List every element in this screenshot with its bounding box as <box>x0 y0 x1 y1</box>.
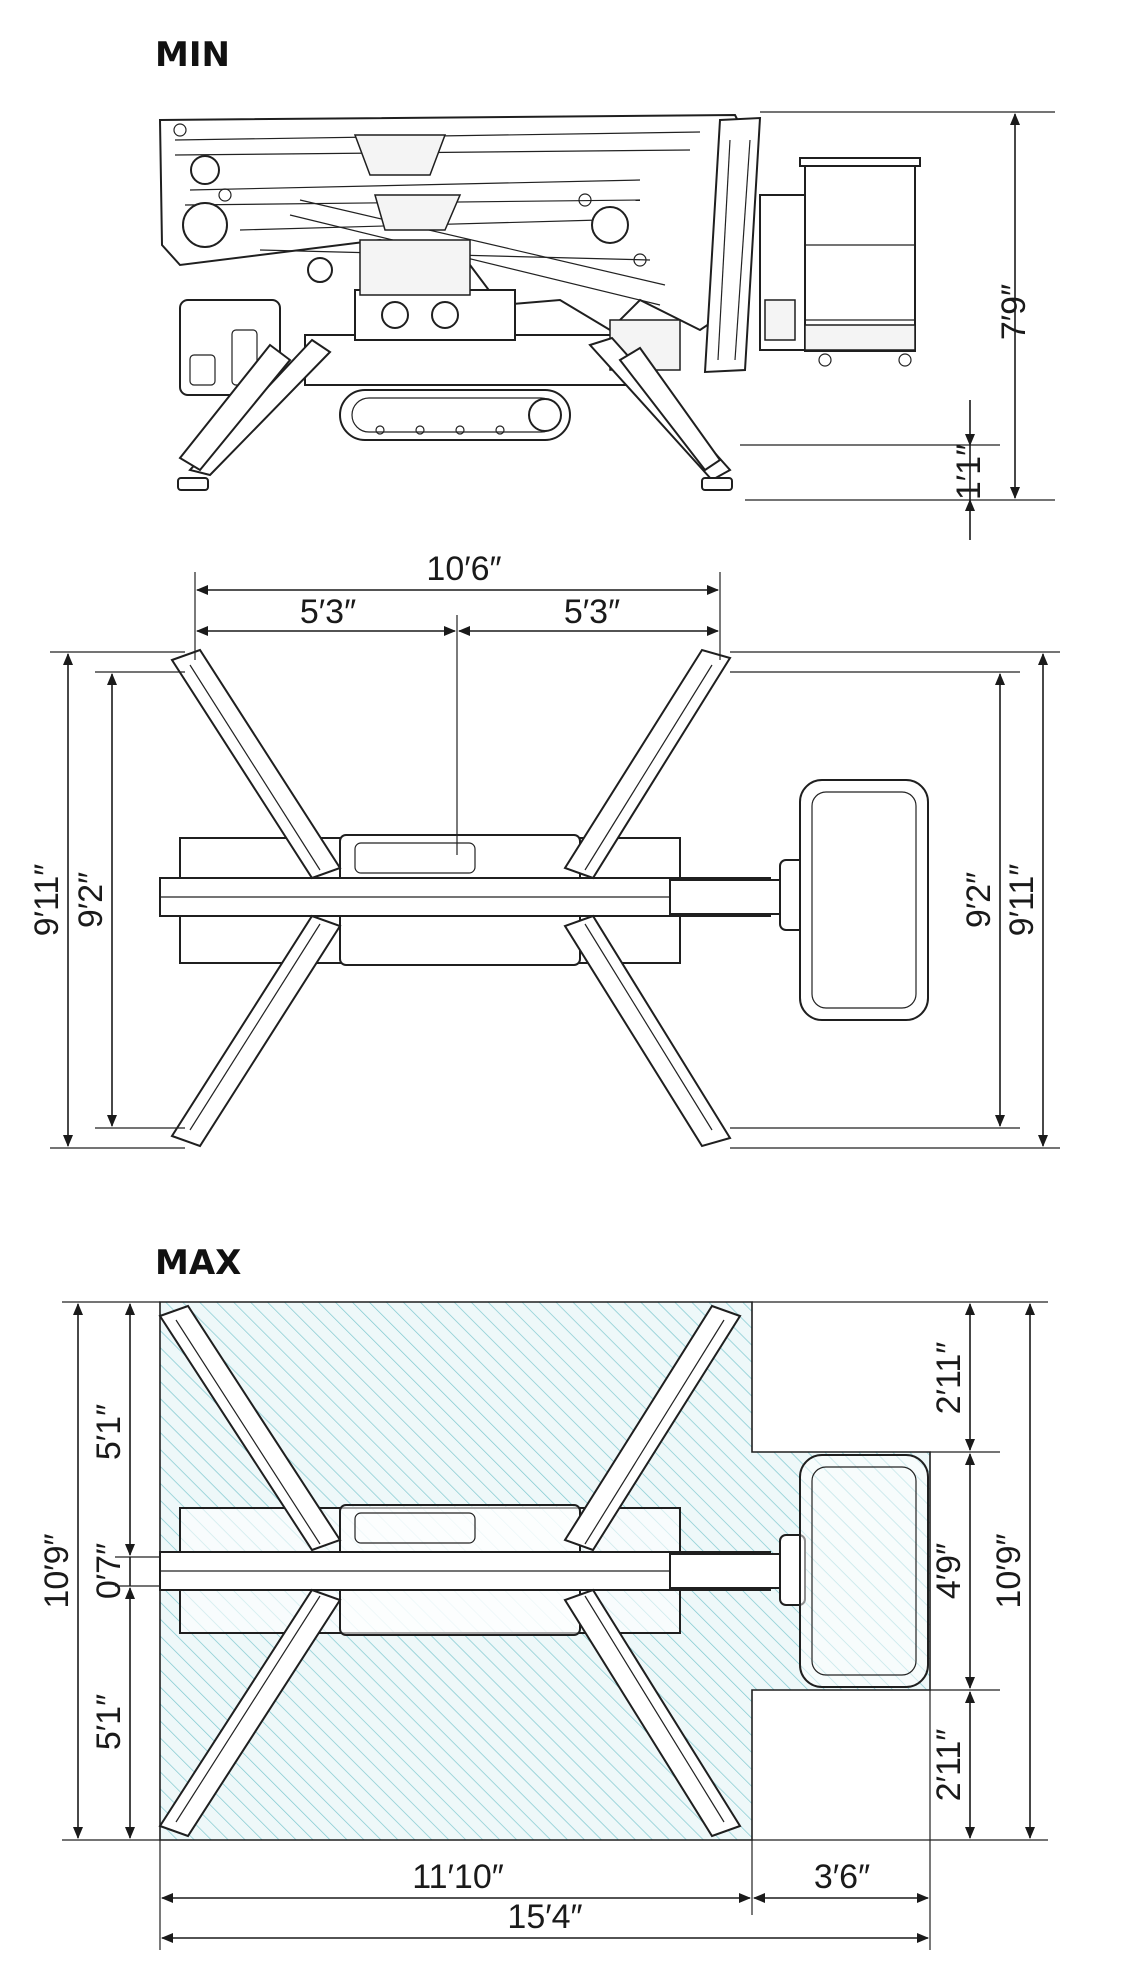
top-view-min-machine <box>159 648 929 1148</box>
dim-half-left: 5′3″ <box>300 593 356 631</box>
dim-ground-clearance: 1′1″ <box>950 444 988 500</box>
dim-max-lower-left: 5′1″ <box>90 1694 128 1750</box>
dim-max-lower-right: 2′11″ <box>930 1729 968 1802</box>
dim-max-depth-total-left: 10′9″ <box>38 1533 76 1608</box>
side-view-dimensions <box>740 111 1055 540</box>
dim-depth-inner-right: 9′2″ <box>960 872 998 928</box>
dim-max-length-body: 11′10″ <box>412 1858 504 1896</box>
dim-width-total: 10′6″ <box>426 550 501 588</box>
dim-max-basket-right: 4′9″ <box>930 1543 968 1599</box>
section-title-max: MAX <box>155 1243 241 1283</box>
dim-max-length-total: 15′4″ <box>507 1898 582 1936</box>
top-view-max-machine <box>158 1301 931 1841</box>
top-view-min-dimensions <box>50 572 1060 1149</box>
top-view-max-dimensions <box>62 1301 1048 1950</box>
side-view-machine <box>158 113 921 491</box>
dim-max-center-left: 0′7″ <box>90 1543 128 1599</box>
section-title-min: MIN <box>155 35 230 75</box>
dim-half-right: 5′3″ <box>564 593 620 631</box>
dim-max-upper-left: 5′1″ <box>90 1404 128 1460</box>
dim-depth-inner-left: 9′2″ <box>72 872 110 928</box>
dim-max-depth-total-right: 10′9″ <box>990 1533 1028 1608</box>
dim-max-upper-right: 2′11″ <box>930 1342 968 1415</box>
dim-max-length-basket: 3′6″ <box>814 1858 870 1896</box>
dim-height-total: 7′9″ <box>995 284 1033 340</box>
dim-depth-outer-left: 9′11″ <box>28 864 66 937</box>
dim-depth-outer-right: 9′11″ <box>1003 864 1041 937</box>
